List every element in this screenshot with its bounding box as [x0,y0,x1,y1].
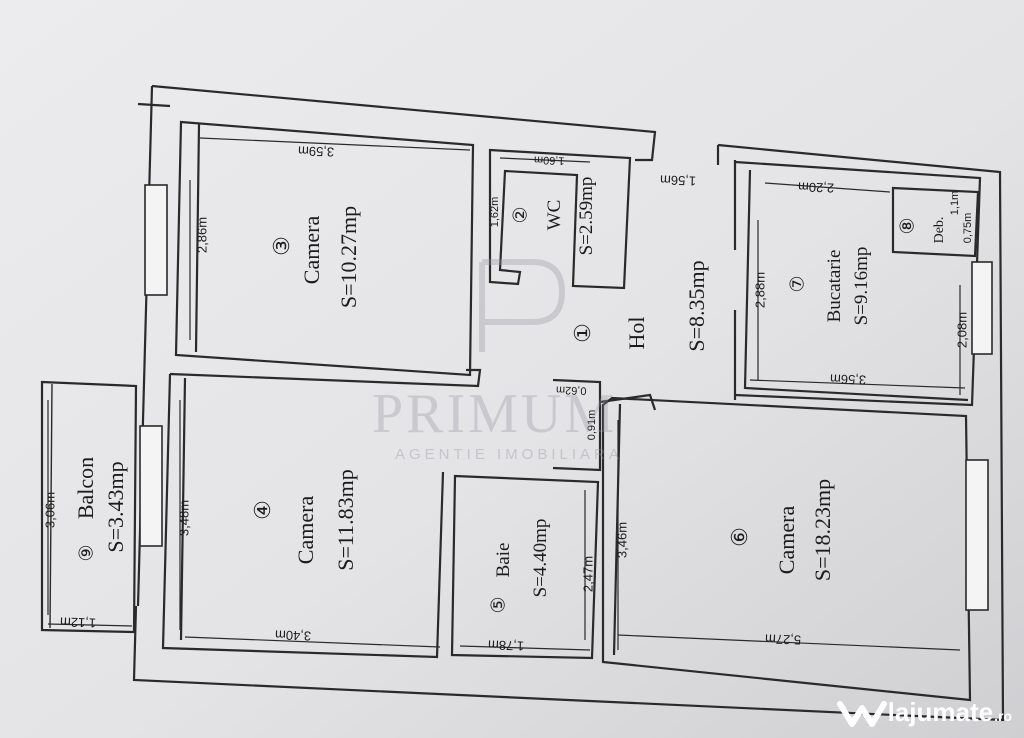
dim-balcon-bottom: 1,12m [59,614,97,631]
room-deb-number: ⑧ [897,217,919,235]
room-kitchen-name: Bucatarie [824,249,845,323]
dim-deb-right: 0,75m [962,212,974,244]
lajumate-icon [836,701,887,727]
room-balcon-number: ⑨ [76,544,98,562]
lajumate-logo-text: lajumate [887,696,994,727]
room-camera4-number: ④ [250,500,275,520]
dim-camera6-left: 3,46m [614,521,630,559]
dim-camera6-bottom: 5,27m [764,631,802,648]
dim-deb-top: 1,1m [949,190,961,216]
dim-camera4-bottom: 3,40m [274,627,312,644]
room-baie-number: ⑤ [488,596,510,614]
windows [139,184,993,611]
room-deb-name: Deb. [932,216,947,244]
lajumate-logo-tld: .ro [994,708,1012,724]
room-camera6-name: Camera [774,505,799,575]
room-wc-number: ② [510,206,532,224]
dim-wc-left: 1,62m [489,196,501,228]
dim-hol-door: 1,56m [659,172,697,189]
watermark-logo-icon [479,259,566,352]
window-balcon [139,425,163,547]
room-baie-name: Baie [493,542,514,578]
window-camera3 [144,184,168,296]
dimension-lines [47,137,966,651]
dim-camera3-top: 3,59m [297,143,335,160]
room-baie-area: S=4.40mp [530,518,551,598]
room-balcon-area: S=3.43mp [103,461,128,553]
room-camera3-area: S=10.27mp [336,205,361,309]
dim-camera3-left: 2,86m [194,216,210,254]
watermark-title: PRIMUM [372,383,618,445]
room-camera6-area: S=18.23mp [810,478,835,582]
window-kitchen [971,261,993,355]
dim-baie-bottom: 1,78m [487,637,525,654]
room-camera6-number: ⑥ [727,527,752,547]
dim-kitchen-left: 2,88m [752,271,768,309]
dim-kitchen-bottom: 3,56m [829,371,867,388]
room-kitchen-area: S=9.16mp [851,246,872,326]
dim-kitchen-top: 2,20m [797,179,835,196]
watermark-subtitle: AGENTIE IMOBILIARA [395,446,623,463]
dim-baie-right: 2,47m [580,555,596,593]
lajumate-logo: lajumate .ro [836,694,1012,730]
room-camera4-name: Camera [293,495,318,565]
room-kitchen-number: ⑦ [787,275,809,293]
dim-balcon-left: 3,06m [42,491,58,529]
room-camera3-name: Camera [299,215,324,285]
dim-wc-top: 1,60m [533,153,565,167]
room-balcon-name: Balcon [73,456,98,520]
window-camera6 [965,459,989,611]
room-camera4-area: S=11.83mp [333,469,358,571]
room-wc-area: S=2.59mp [576,176,597,256]
room-hol-area: S=8.35mp [684,260,709,352]
room-wc-name: WC [544,199,565,231]
dim-kitchen-right: 2,08m [954,311,970,349]
dim-camera4-left: 3,48m [176,499,192,537]
room-camera3-number: ③ [269,236,294,256]
room-hol-name: Hol [624,316,649,350]
